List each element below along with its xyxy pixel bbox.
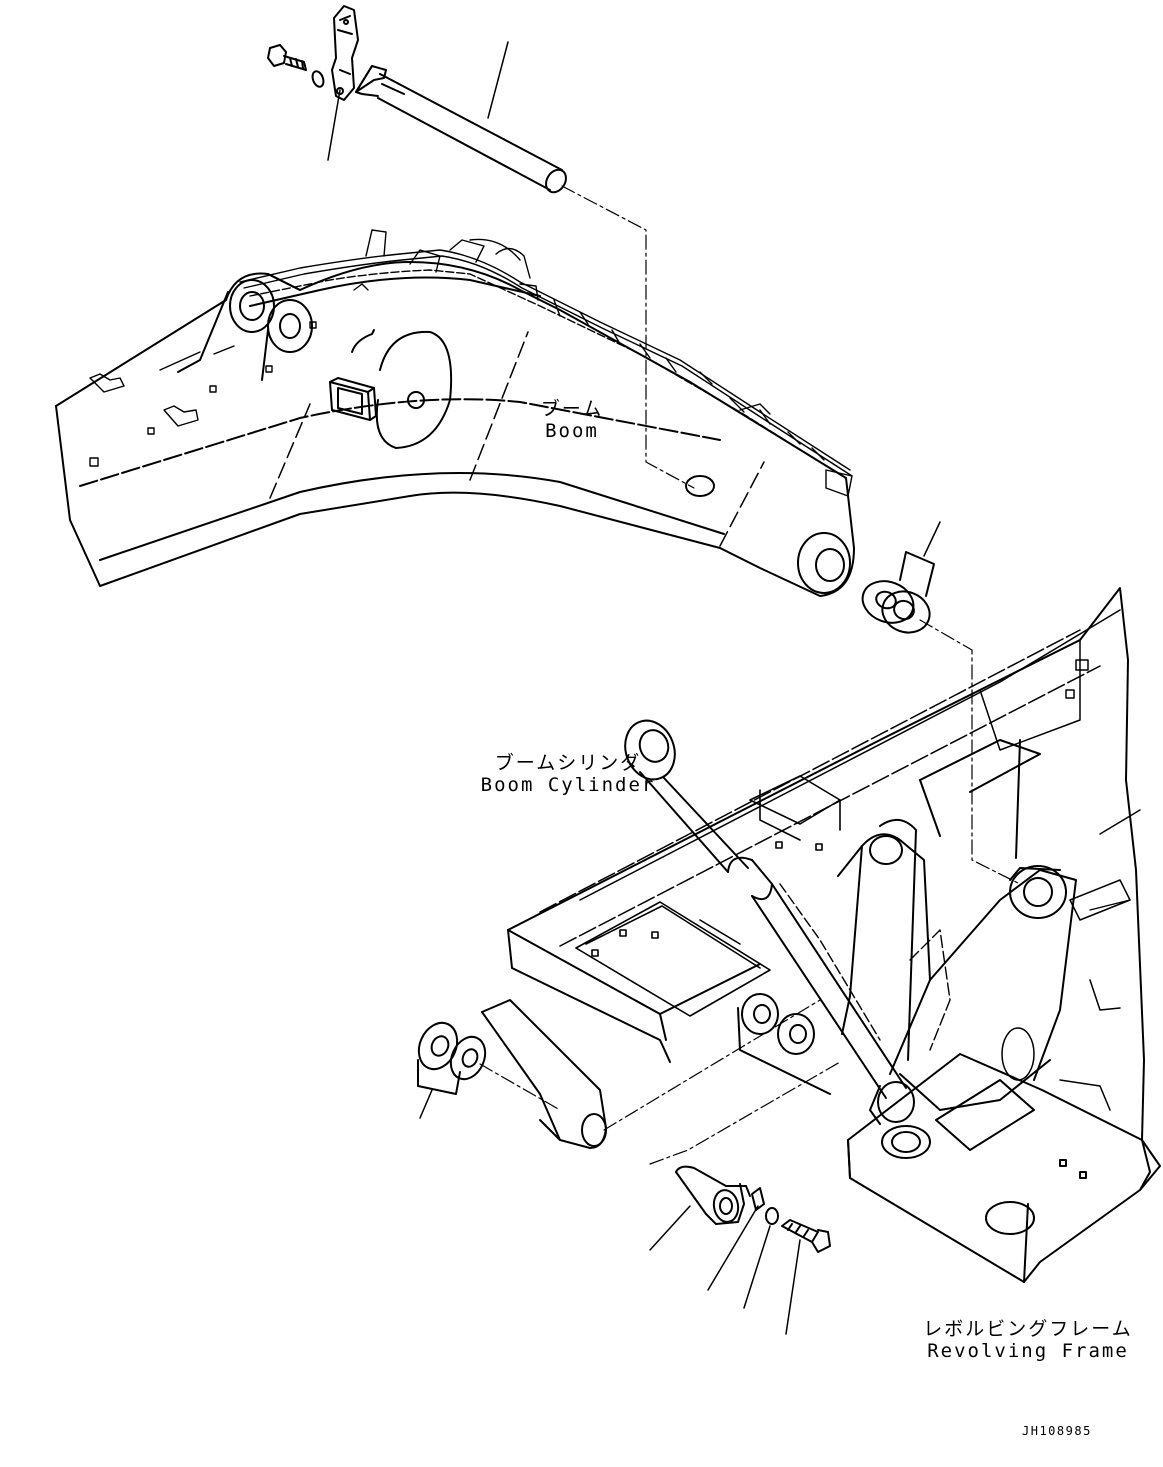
bracket-plate: [331, 5, 359, 101]
revolving-frame-label-jp: レボルビングフレーム: [923, 1318, 1133, 1340]
boom-mount-brackets: [837, 739, 1077, 1111]
boom-cylinder-label: ブームシリンダ Boom Cylinder: [468, 752, 668, 796]
washer-top: [311, 70, 325, 88]
boom-label-en: Boom: [545, 420, 599, 442]
lower-washer: [765, 1207, 779, 1225]
boom-cylinder-mount-boss: [797, 532, 851, 594]
boom-clips: [89, 283, 369, 467]
boom-cylinder: [624, 719, 915, 1125]
bolt-top: [267, 44, 307, 71]
boom-cylinder-bottom-end: [481, 999, 821, 1149]
revolving-frame: [507, 587, 1161, 1283]
boom-foot-pin-assembly: [267, 5, 695, 489]
boom-cylinder-label-en: Boom Cylinder: [480, 774, 656, 796]
boom: [55, 229, 855, 597]
cylinder-foot-bosses: [737, 993, 831, 1095]
boom-access-plate: [685, 475, 715, 497]
revolving-frame-label-en: Revolving Frame: [927, 1340, 1129, 1362]
frame-front-deck: [847, 1053, 1151, 1283]
drawing-code: JH108985: [1022, 1424, 1092, 1438]
boom-foot-pin: [355, 65, 567, 194]
lower-spacer: [751, 1187, 765, 1211]
hydraulic-piping: [239, 229, 853, 497]
lower-pin: [675, 1165, 751, 1225]
boom-label: ブーム Boom: [532, 398, 612, 442]
frame-center-box: [749, 775, 841, 851]
thrust-washers-lower: [417, 1021, 561, 1119]
lower-bolt: [781, 1219, 831, 1253]
thrust-washers-upper: [861, 521, 1021, 885]
boom-cylinder-label-jp: ブームシリンダ: [494, 752, 642, 774]
revolving-frame-label: レボルビングフレーム Revolving Frame: [920, 1318, 1136, 1362]
lower-pin-assembly: [649, 1061, 841, 1335]
frame-left-box: [575, 901, 771, 1017]
boom-label-jp: ブーム: [540, 398, 604, 420]
control-box: [329, 329, 377, 421]
boom-foot-boss: [177, 279, 313, 381]
